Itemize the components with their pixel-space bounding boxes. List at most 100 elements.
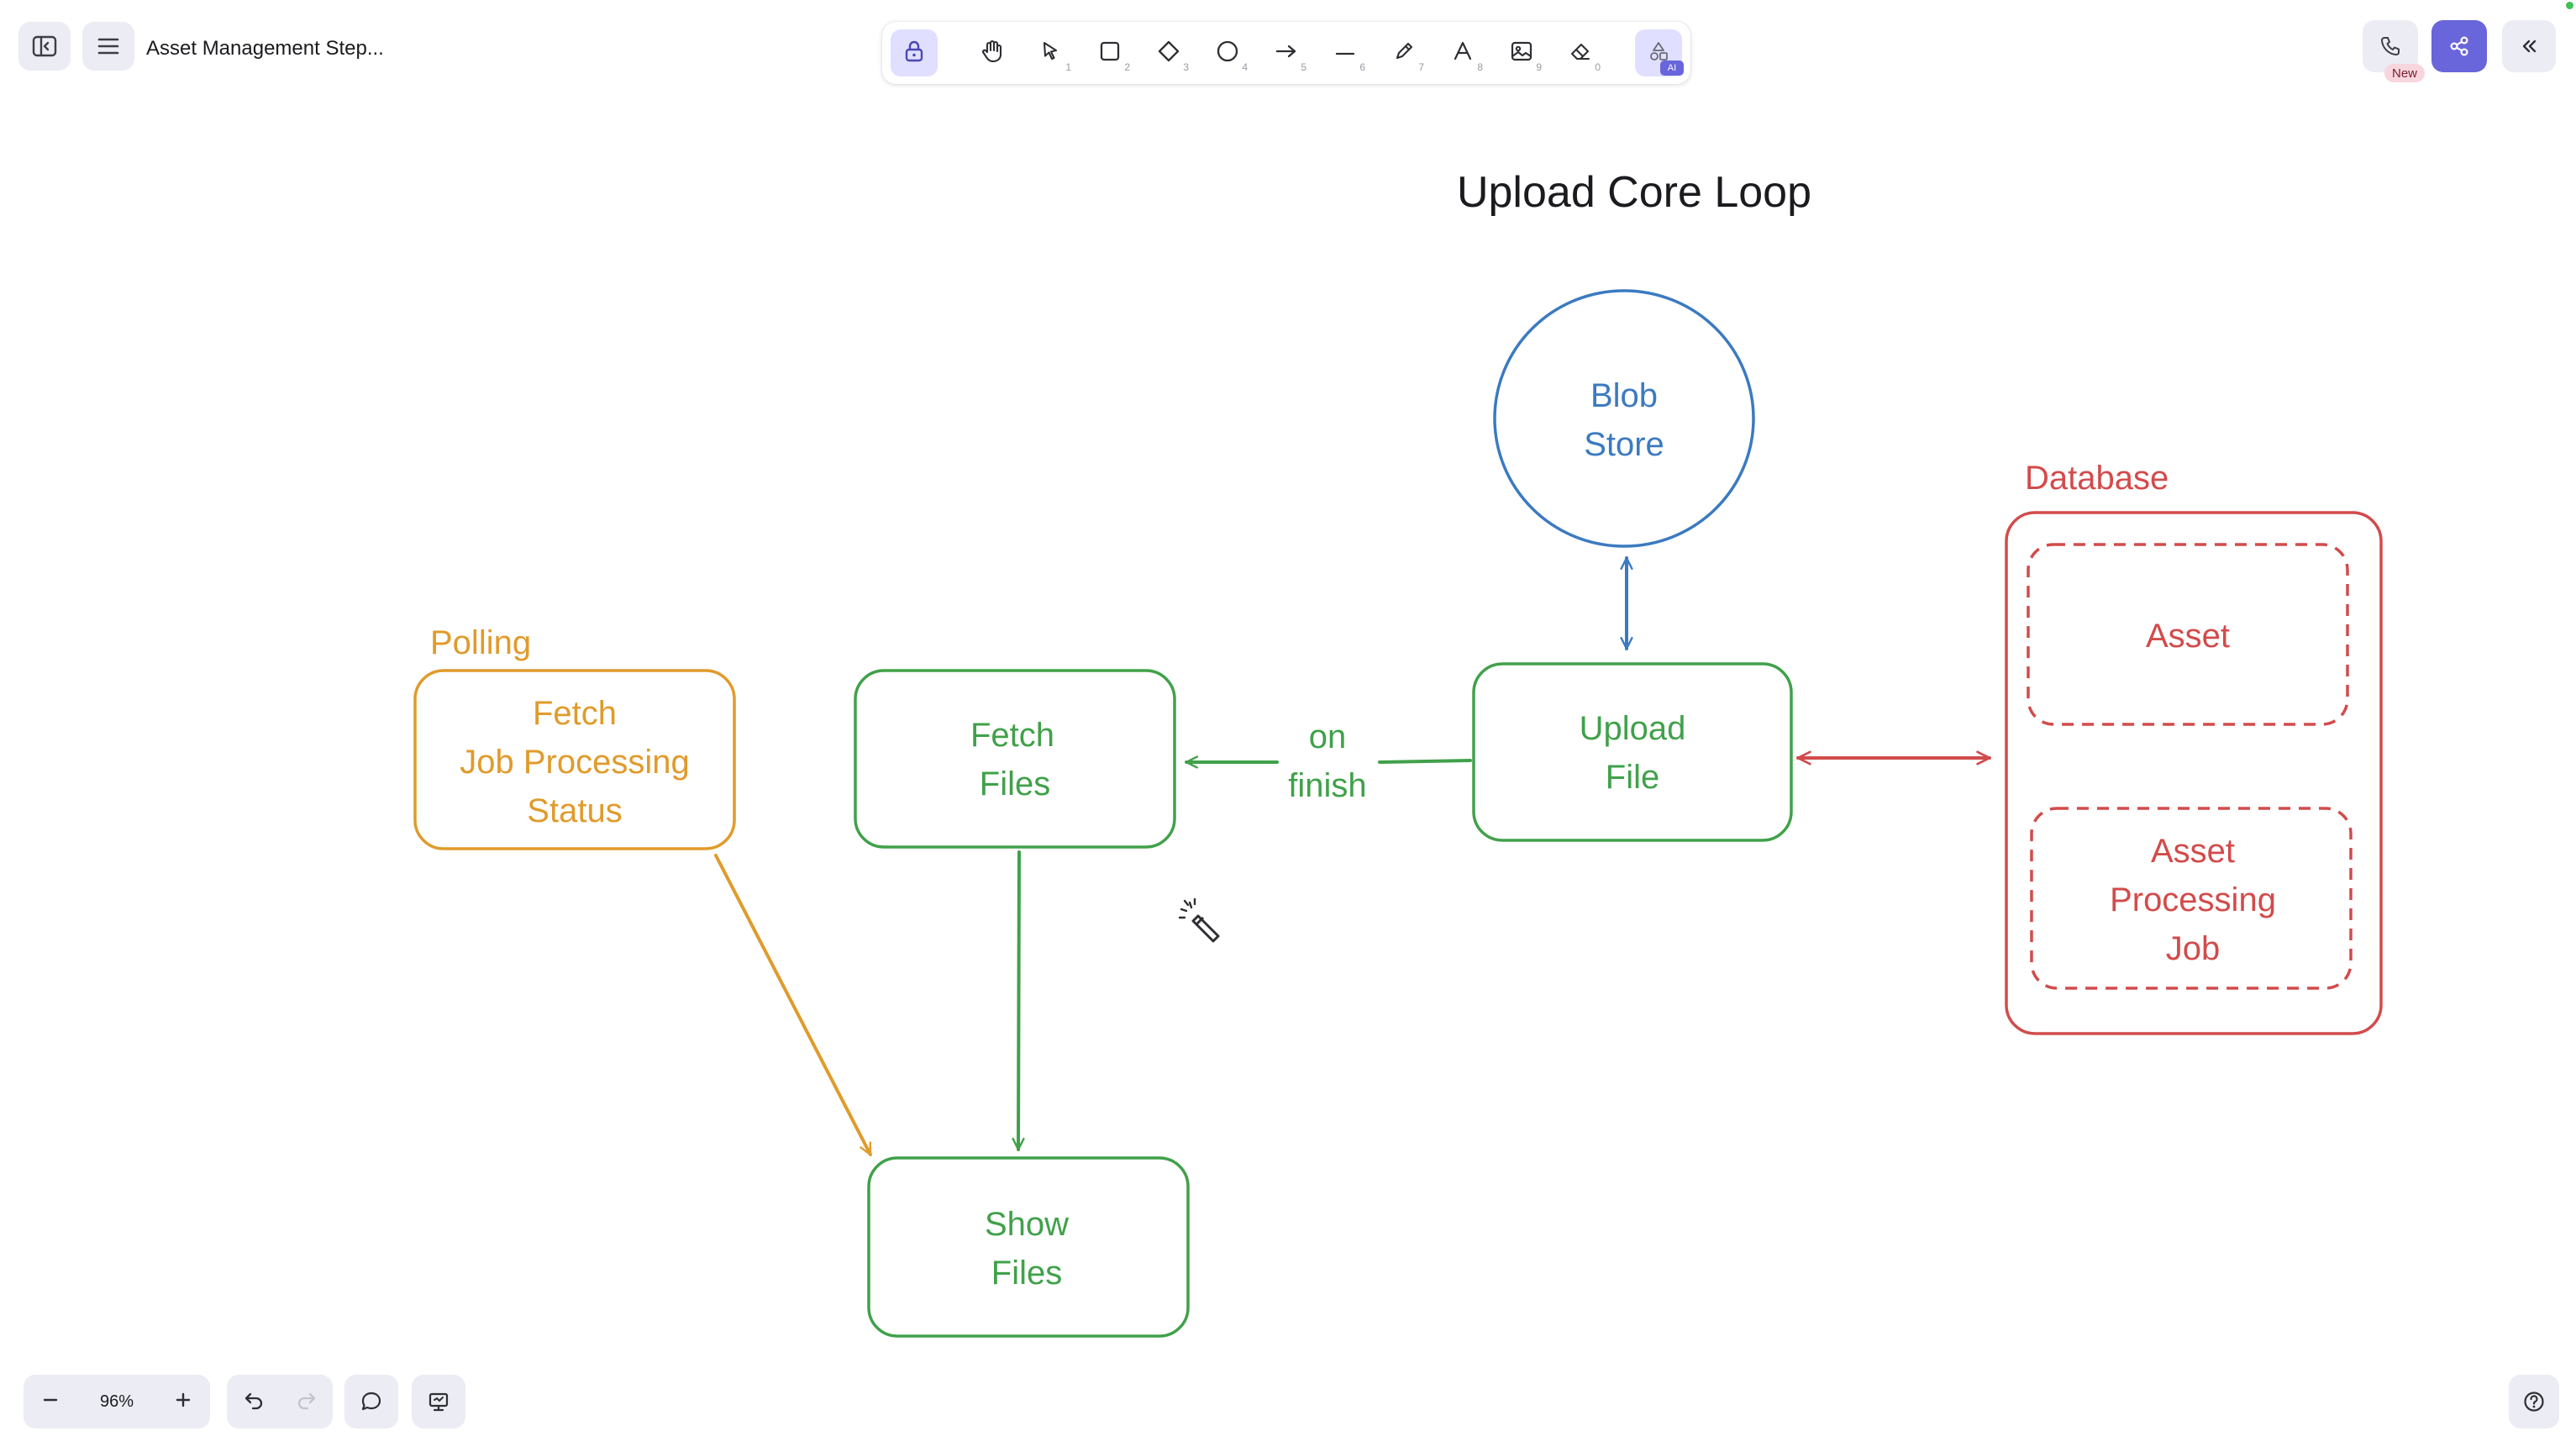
share-icon <box>2447 34 2471 58</box>
fetch-job-status-node[interactable]: Fetch Job Processing Status <box>413 669 736 850</box>
upload-file-label-2: File <box>1606 759 1659 796</box>
fetch-job-label-2: Job Processing <box>460 744 689 781</box>
line-tool-button[interactable]: 6 <box>1322 29 1369 76</box>
call-button[interactable] <box>2363 20 2418 72</box>
chevrons-left-icon <box>2518 36 2540 56</box>
blob-store-label-2: Store <box>1584 426 1664 463</box>
main-menu-button[interactable] <box>82 22 134 71</box>
polling-label: Polling <box>430 624 531 661</box>
show-files-label-2: Files <box>991 1255 1062 1292</box>
status-dot <box>2566 2 2573 9</box>
laser-cursor-icon <box>1178 897 1220 943</box>
eraser-tool-button[interactable]: 0 <box>1557 29 1604 76</box>
asset-job-label-2: Processing <box>2110 881 2276 918</box>
shortcut-key: 0 <box>1595 61 1601 73</box>
hand-icon <box>980 39 1004 67</box>
rectangle-icon <box>1099 40 1121 66</box>
fetch-job-label-1: Fetch <box>533 695 617 732</box>
zoom-out-button[interactable] <box>24 1375 77 1429</box>
hand-tool-button[interactable] <box>969 29 1016 76</box>
eraser-icon <box>1569 40 1592 66</box>
fetch-job-label-3: Status <box>527 792 622 829</box>
sidebar-icon <box>32 35 57 57</box>
pointer-icon <box>1041 40 1061 66</box>
blob-store-node[interactable]: Blob Store <box>1493 289 1755 548</box>
polling-show-arrow[interactable] <box>714 854 872 1156</box>
fetch-show-arrow[interactable] <box>1012 850 1025 1151</box>
diamond-icon <box>1157 39 1180 66</box>
lock-tool-button[interactable] <box>891 29 938 76</box>
asset-job-label-1: Asset <box>2151 833 2235 870</box>
shortcut-key: 4 <box>1242 61 1248 73</box>
fetch-files-label-2: Files <box>980 766 1050 802</box>
asset-label: Asset <box>2146 618 2230 655</box>
zoom-level[interactable]: 96% <box>99 1392 134 1411</box>
phone-icon <box>2379 34 2402 58</box>
ellipse-icon <box>1216 39 1239 66</box>
select-tool-button[interactable]: 1 <box>1028 29 1075 76</box>
text-icon <box>1452 40 1474 66</box>
hamburger-icon <box>97 37 120 55</box>
zoom-in-button[interactable] <box>156 1375 210 1429</box>
pencil-icon <box>1393 40 1415 66</box>
diagram-title: Upload Core Loop <box>1457 168 1811 217</box>
plus-icon <box>174 1391 192 1413</box>
sidebar-toggle-button[interactable] <box>18 22 71 71</box>
undo-button[interactable] <box>227 1375 280 1429</box>
rectangle-tool-button[interactable]: 2 <box>1086 29 1133 76</box>
asset-processing-job-node[interactable]: Asset Processing Job <box>2030 807 2353 990</box>
shape-toolbar: 1 2 3 4 5 6 7 8 9 0 <box>882 22 1690 84</box>
asset-table-node[interactable]: Asset <box>2027 543 2349 726</box>
upload-file-label-1: Upload <box>1580 710 1686 747</box>
blob-store-label-1: Blob <box>1590 377 1658 414</box>
document-title[interactable]: Asset Management Step... <box>146 37 384 60</box>
history-controls <box>227 1375 333 1429</box>
ai-shapes-icon <box>1647 39 1670 66</box>
zoom-controls: 96% <box>24 1375 210 1429</box>
fetch-files-node[interactable]: Fetch Files <box>854 669 1176 849</box>
redo-icon <box>296 1390 318 1413</box>
presentation-icon <box>427 1390 450 1413</box>
ai-badge: AI <box>1660 61 1684 76</box>
image-tool-button[interactable]: 9 <box>1498 29 1545 76</box>
on-finish-label-2: finish <box>1288 767 1366 804</box>
new-badge: New <box>2384 64 2425 82</box>
shortcut-key: 2 <box>1124 61 1130 73</box>
fetch-files-label-1: Fetch <box>970 717 1054 754</box>
draw-tool-button[interactable]: 7 <box>1380 29 1427 76</box>
shortcut-key: 3 <box>1183 61 1189 73</box>
database-label: Database <box>2025 460 2169 497</box>
on-finish-label-1: on <box>1309 718 1347 755</box>
arrow-tool-button[interactable]: 5 <box>1263 29 1310 76</box>
image-icon <box>1510 40 1533 66</box>
comments-button[interactable] <box>344 1375 398 1429</box>
lock-icon <box>903 39 925 66</box>
chat-bubble-icon <box>360 1390 383 1413</box>
presentation-button[interactable] <box>412 1375 465 1429</box>
diamond-tool-button[interactable]: 3 <box>1145 29 1192 76</box>
minus-icon <box>41 1391 60 1413</box>
ellipse-tool-button[interactable]: 4 <box>1204 29 1251 76</box>
shortcut-key: 9 <box>1536 61 1542 73</box>
undo-icon <box>243 1390 265 1413</box>
collapse-panel-button[interactable] <box>2502 20 2556 72</box>
show-files-node[interactable]: Show Files <box>867 1156 1190 1338</box>
help-icon <box>2522 1390 2546 1413</box>
share-button[interactable] <box>2431 20 2487 72</box>
line-icon <box>1334 45 1356 61</box>
show-files-label-1: Show <box>985 1206 1069 1243</box>
asset-job-label-3: Job <box>2166 930 2221 967</box>
shortcut-key: 6 <box>1359 61 1365 73</box>
shortcut-key: 5 <box>1301 61 1306 73</box>
shortcut-key: 8 <box>1477 61 1483 73</box>
help-button[interactable] <box>2509 1375 2559 1429</box>
redo-button[interactable] <box>280 1375 333 1429</box>
upload-fetch-arrow[interactable] <box>1186 760 1472 762</box>
shortcut-key: 7 <box>1418 61 1424 73</box>
text-tool-button[interactable]: 8 <box>1439 29 1486 76</box>
database-container[interactable] <box>2005 511 2383 1035</box>
upload-file-node[interactable]: Upload File <box>1472 662 1793 842</box>
shortcut-key: 1 <box>1065 61 1071 73</box>
arrow-icon <box>1275 42 1298 64</box>
